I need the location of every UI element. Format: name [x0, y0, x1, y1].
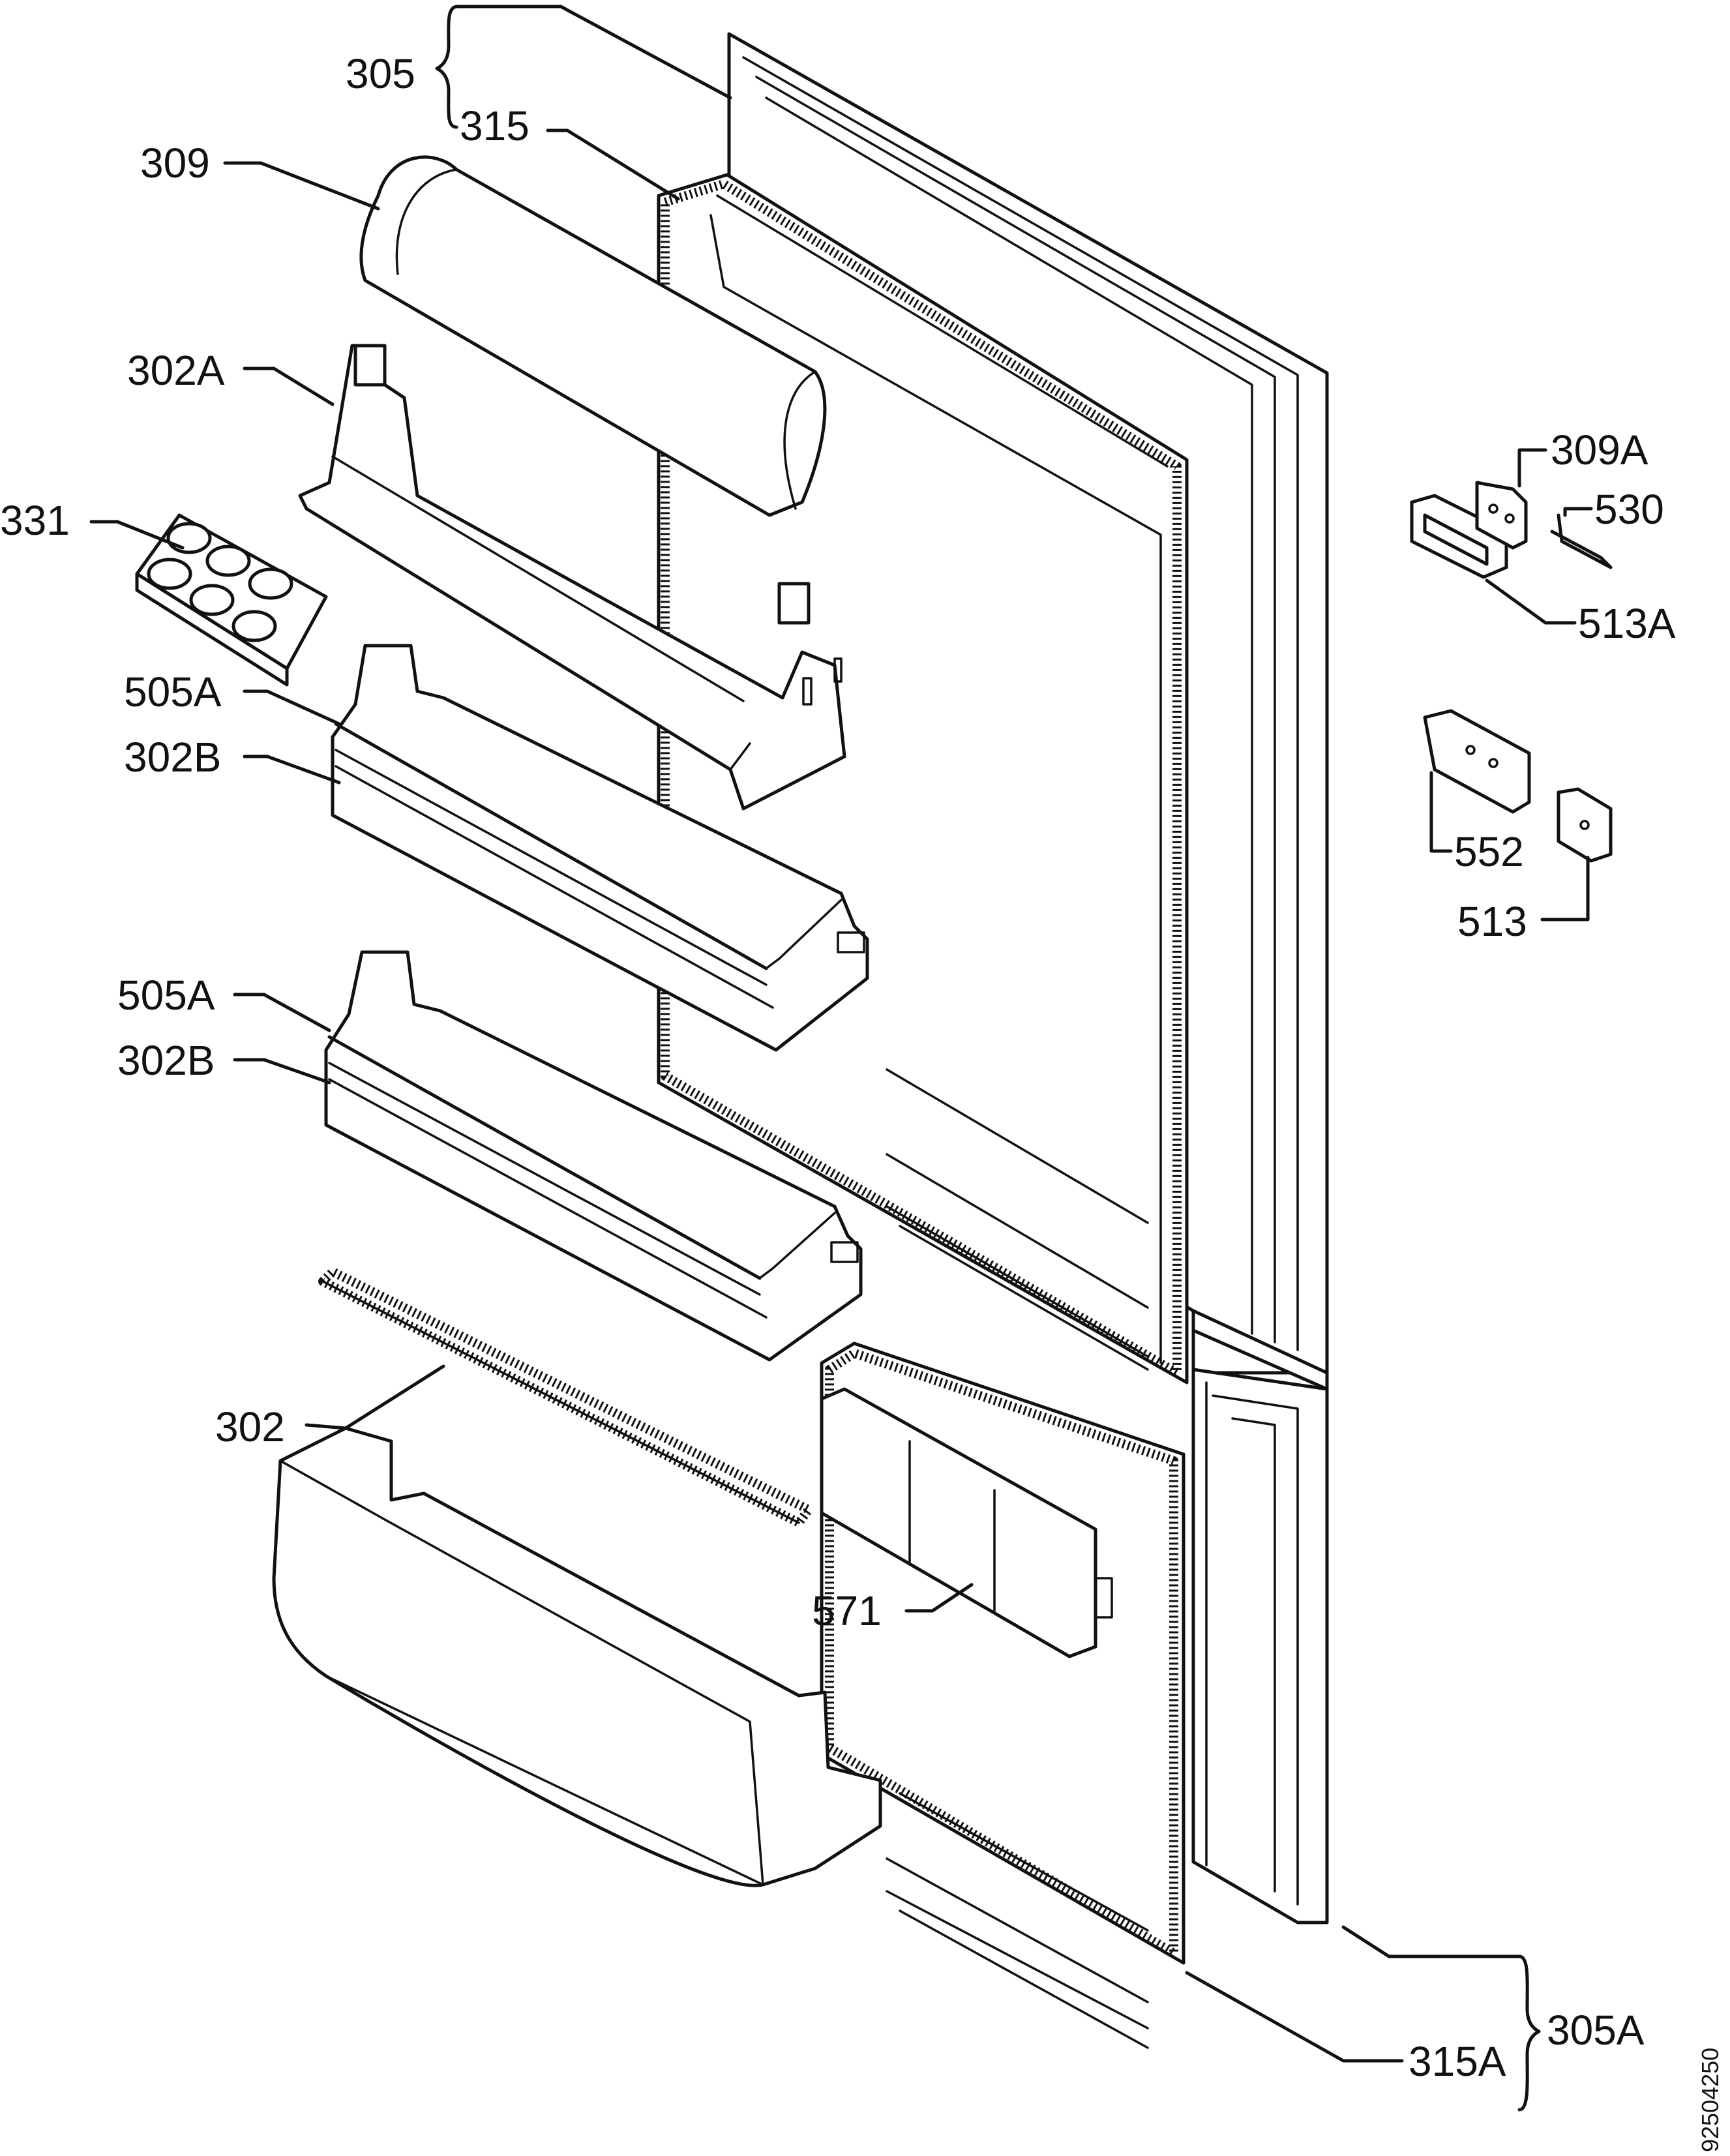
label-552: 552: [1454, 828, 1524, 875]
label-309: 309: [140, 140, 210, 187]
bottle-retainer-bar: [318, 1267, 813, 1527]
label-530: 530: [1594, 486, 1664, 533]
label-505A-2: 505A: [117, 972, 215, 1019]
label-315A: 315A: [1409, 2038, 1506, 2085]
label-302A: 302A: [127, 347, 225, 394]
label-315: 315: [460, 102, 529, 149]
label-513: 513: [1457, 898, 1527, 945]
leader-lines: [89, 5, 1593, 2112]
middle-door-shelf-1: [331, 644, 869, 1052]
label-571: 571: [812, 1587, 882, 1634]
drawing-code: 92504250: [1697, 2048, 1723, 2152]
label-302B-1: 302B: [124, 734, 221, 781]
label-305A: 305A: [1547, 2007, 1645, 2054]
hinge-parts-group-upper: [1410, 481, 1613, 579]
label-309A: 309A: [1551, 427, 1648, 473]
egg-tray: [135, 513, 328, 687]
bottom-door-bin: [272, 1426, 882, 1887]
label-302: 302: [215, 1403, 285, 1450]
label-331: 331: [0, 497, 70, 544]
hinge-plate: [1423, 709, 1613, 863]
upper-door-shelf: [298, 344, 846, 811]
label-302B-2: 302B: [117, 1037, 215, 1084]
part-labels: 305 315 309 302A 331 505A 302B 505A 302B…: [0, 50, 1723, 2152]
dairy-compartment-cover: [359, 155, 827, 517]
lower-door-panel: [1191, 1368, 1329, 1924]
label-513A: 513A: [1578, 600, 1676, 647]
middle-door-shelf-2: [324, 950, 863, 1362]
label-305: 305: [346, 50, 415, 97]
freezer-flap: [820, 1387, 1113, 1658]
label-505A-1: 505A: [124, 668, 222, 715]
